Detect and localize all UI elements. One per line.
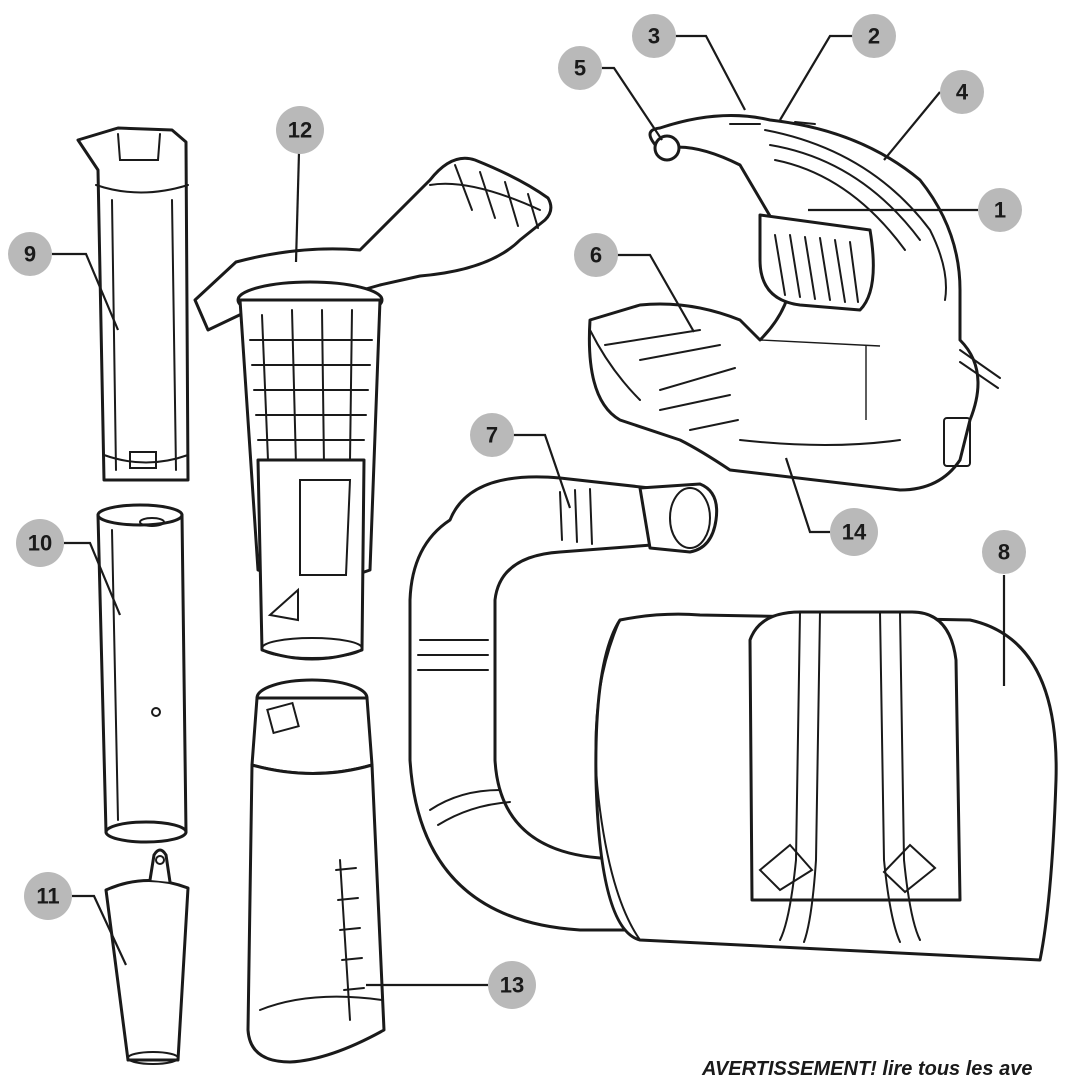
callout-8-label: 8 — [998, 540, 1010, 565]
callout-6-label: 6 — [590, 243, 602, 268]
callout-3-label: 3 — [648, 24, 660, 49]
callout-7-label: 7 — [486, 423, 498, 448]
callout-4: 4 — [940, 70, 984, 114]
collection-hose — [408, 475, 719, 932]
callout-2: 2 — [852, 14, 896, 58]
main-power-unit — [587, 114, 1001, 492]
lower-blower-tube — [96, 503, 188, 844]
concentrator-nozzle — [104, 848, 190, 1065]
callout-12: 12 — [276, 106, 324, 154]
callout-9: 9 — [8, 232, 52, 276]
leader-line-3 — [672, 34, 746, 111]
callout-1-label: 1 — [994, 198, 1006, 223]
callout-12-label: 12 — [288, 118, 312, 143]
callout-9-label: 9 — [24, 242, 36, 267]
vacuum-tube-with-handle — [193, 156, 553, 661]
callout-11: 11 — [24, 872, 72, 920]
callout-4-label: 4 — [956, 80, 969, 105]
warning-footer-text: AVERTISSEMENT! lire tous les ave — [702, 1058, 1033, 1080]
callout-13: 13 — [488, 961, 536, 1009]
callout-14-label: 14 — [842, 520, 867, 545]
callout-5: 5 — [558, 46, 602, 90]
leader-line-6 — [615, 253, 695, 333]
leader-line-4 — [883, 91, 941, 161]
vacuum-tube-lower-section — [246, 678, 386, 1064]
callout-13-label: 13 — [500, 973, 524, 998]
callout-2-label: 2 — [868, 24, 880, 49]
callout-7: 7 — [470, 413, 514, 457]
callout-8: 8 — [982, 530, 1026, 574]
leader-line-14 — [784, 457, 830, 534]
leader-line-11 — [72, 894, 127, 966]
callout-3: 3 — [632, 14, 676, 58]
callout-5-label: 5 — [574, 56, 586, 81]
leader-line-9 — [52, 252, 120, 331]
leader-line-7 — [512, 433, 572, 509]
callout-11-label: 11 — [36, 884, 59, 909]
callout-14: 14 — [830, 508, 878, 556]
leader-line-5 — [602, 66, 663, 141]
callout-6: 6 — [574, 233, 618, 277]
leader-line-12 — [294, 151, 301, 263]
leader-line-2 — [779, 34, 857, 121]
upper-blower-tube — [76, 126, 190, 482]
leader-line-10 — [64, 541, 122, 616]
callout-1: 1 — [978, 188, 1022, 232]
callout-10-label: 10 — [28, 531, 52, 556]
leader-lines — [52, 34, 1006, 987]
callout-10: 10 — [16, 519, 64, 567]
collection-backpack-bag — [594, 610, 1058, 962]
